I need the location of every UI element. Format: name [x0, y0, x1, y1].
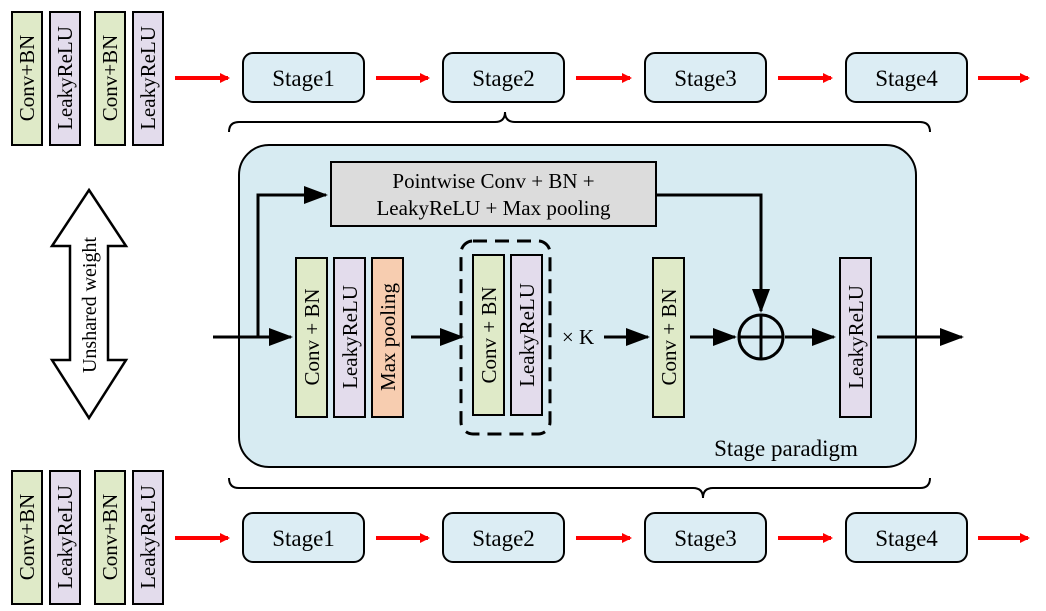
bottom-leakyrelu-label-2: LeakyReLU: [136, 485, 160, 589]
bottom-row: Conv+BN LeakyReLU Conv+BN LeakyReLU Stag…: [11, 470, 1030, 605]
repeat-count-label: × K: [562, 325, 594, 349]
bottom-leakyrelu-block-2: [132, 470, 164, 605]
paradigm-caption: Stage paradigm: [714, 436, 858, 461]
repeat-leakyrelu: [510, 254, 543, 416]
top-leakyrelu-label-1: LeakyReLU: [53, 26, 77, 130]
bottom-stage3-box: [644, 512, 767, 563]
repeat-conv-bn-label: Conv + BN: [477, 286, 501, 383]
stage-paradigm: Pointwise Conv + BN + LeakyReLU + Max po…: [213, 144, 964, 468]
bottom-conv-bn-label-1: Conv+BN: [15, 494, 39, 581]
bottom-stage2-box: [442, 512, 565, 563]
block1-leakyrelu-label: LeakyReLU: [338, 285, 362, 389]
top-stage2-label: Stage2: [472, 66, 535, 91]
repeat-leakyrelu-label: LeakyReLU: [515, 283, 539, 387]
bottom-conv-bn-block-1: [11, 470, 43, 605]
block1-conv-bn: [295, 257, 328, 418]
bottom-stage1-box: [242, 512, 365, 563]
block1-leakyrelu: [333, 257, 366, 418]
skip-branch-up: [256, 186, 328, 337]
unshared-weight-label: Unshared weight: [79, 237, 101, 374]
top-stage1-label: Stage1: [272, 66, 335, 91]
top-conv-bn-label-1: Conv+BN: [15, 35, 39, 122]
block3-conv-bn: [652, 257, 685, 418]
top-stage1-box: [242, 52, 365, 103]
bottom-stage4-box: [845, 512, 968, 563]
block1-max-pooling: [371, 257, 404, 418]
bottom-brace: [228, 477, 931, 499]
bottom-leakyrelu-block-1: [49, 470, 81, 605]
repeat-conv-bn: [472, 254, 505, 416]
top-leakyrelu-block-1: [49, 11, 81, 146]
unshared-weight-arrow: Unshared weight: [49, 187, 129, 421]
pointwise-box: [330, 161, 657, 227]
top-stage4-box: [845, 52, 968, 103]
top-leakyrelu-label-2: LeakyReLU: [136, 26, 160, 130]
bottom-conv-bn-block-2: [94, 470, 126, 605]
top-row: Conv+BN LeakyReLU Conv+BN LeakyReLU Stag…: [11, 11, 1030, 146]
bottom-conv-bn-label-2: Conv+BN: [98, 494, 122, 581]
top-stage2-box: [442, 52, 565, 103]
bottom-stage1-label: Stage1: [272, 526, 335, 551]
pointwise-line2: LeakyReLU + Max pooling: [376, 196, 611, 220]
double-arrow-icon: [49, 187, 129, 421]
top-stage3-box: [644, 52, 767, 103]
pointwise-line1: Pointwise Conv + BN +: [392, 169, 594, 193]
repeat-dashed-box: [459, 239, 552, 436]
top-conv-bn-label-2: Conv+BN: [98, 35, 122, 122]
block4-leakyrelu-label: LeakyReLU: [844, 285, 868, 389]
block1-max-pooling-label: Max pooling: [376, 283, 400, 391]
top-conv-bn-block-2: [94, 11, 126, 146]
bottom-leakyrelu-label-1: LeakyReLU: [53, 485, 77, 589]
bottom-stage2-label: Stage2: [472, 526, 535, 551]
block3-conv-bn-label: Conv + BN: [657, 288, 681, 385]
skip-branch-down: [656, 193, 770, 313]
top-stage3-label: Stage3: [674, 66, 737, 91]
plus-circle-icon: [737, 313, 785, 361]
top-conv-bn-block-1: [11, 11, 43, 146]
block4-leakyrelu: [839, 257, 872, 418]
bottom-stage3-label: Stage3: [674, 526, 737, 551]
block1-conv-bn-label: Conv + BN: [300, 288, 324, 385]
top-brace: [228, 111, 931, 133]
top-stage4-label: Stage4: [875, 66, 938, 91]
top-leakyrelu-block-2: [132, 11, 164, 146]
bottom-stage4-label: Stage4: [875, 526, 938, 551]
